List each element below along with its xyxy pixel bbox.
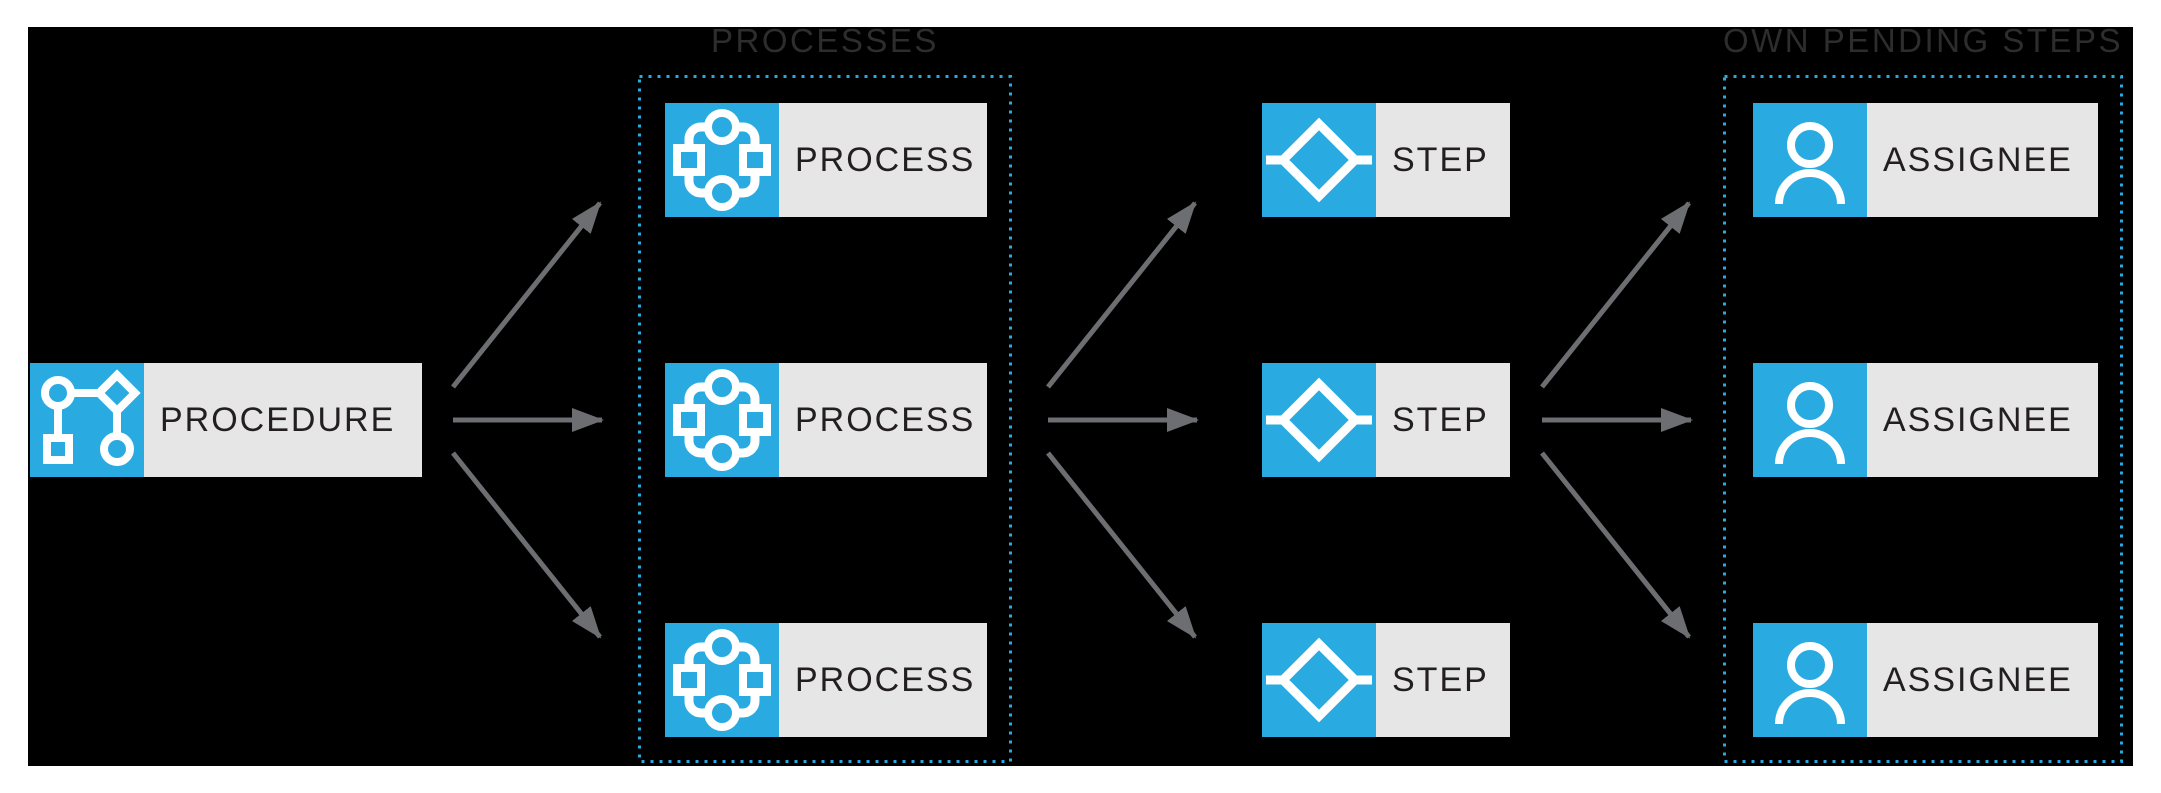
own-pending-steps-group-title: OWN PENDING STEPS: [1722, 22, 2124, 59]
process-node-1: PROCESS: [665, 103, 987, 217]
assignee-node-1: ASSIGNEE: [1753, 103, 2098, 217]
process-node-3: PROCESS: [665, 623, 987, 737]
assignee-node-2: ASSIGNEE: [1753, 363, 2098, 477]
procedure-flow-icon: [30, 363, 144, 477]
node-label: STEP: [1376, 103, 1510, 217]
step-decision-icon: [1262, 363, 1376, 477]
diagram-canvas: PROCESSES OWN PENDING STEPS PROCEDURE: [28, 22, 2133, 766]
step-node-3: STEP: [1262, 623, 1510, 737]
assignee-person-icon: [1753, 363, 1867, 477]
assignee-person-icon: [1753, 103, 1867, 217]
processes-group-title: PROCESSES: [711, 22, 939, 59]
procedure-node: PROCEDURE: [30, 363, 422, 477]
arrow-process-to-step-bottom: [1046, 451, 1197, 639]
connectors-layer: [451, 75, 2123, 763]
arrow-procedure-to-process-bottom: [451, 451, 602, 639]
step-decision-icon: [1262, 623, 1376, 737]
node-label: ASSIGNEE: [1867, 103, 2098, 217]
node-label: STEP: [1376, 623, 1510, 737]
process-cycle-icon: [665, 103, 779, 217]
process-cycle-icon: [665, 363, 779, 477]
node-label: PROCESS: [779, 103, 987, 217]
arrow-process-to-step-top: [1046, 201, 1197, 389]
node-label: STEP: [1376, 363, 1510, 477]
assignee-node-3: ASSIGNEE: [1753, 623, 2098, 737]
process-cycle-icon: [665, 623, 779, 737]
arrow-step-to-assignee-top: [1540, 201, 1691, 389]
node-label: ASSIGNEE: [1867, 363, 2098, 477]
processes-group-border: [638, 75, 1012, 763]
process-node-2: PROCESS: [665, 363, 987, 477]
arrow-procedure-to-process-top: [451, 201, 602, 389]
step-node-2: STEP: [1262, 363, 1510, 477]
arrow-step-to-assignee-bottom: [1540, 451, 1691, 639]
node-label: PROCEDURE: [144, 363, 422, 477]
node-label: ASSIGNEE: [1867, 623, 2098, 737]
assignee-person-icon: [1753, 623, 1867, 737]
node-label: PROCESS: [779, 623, 987, 737]
step-decision-icon: [1262, 103, 1376, 217]
own-pending-steps-group-border: [1723, 75, 2123, 763]
node-label: PROCESS: [779, 363, 987, 477]
step-node-1: STEP: [1262, 103, 1510, 217]
